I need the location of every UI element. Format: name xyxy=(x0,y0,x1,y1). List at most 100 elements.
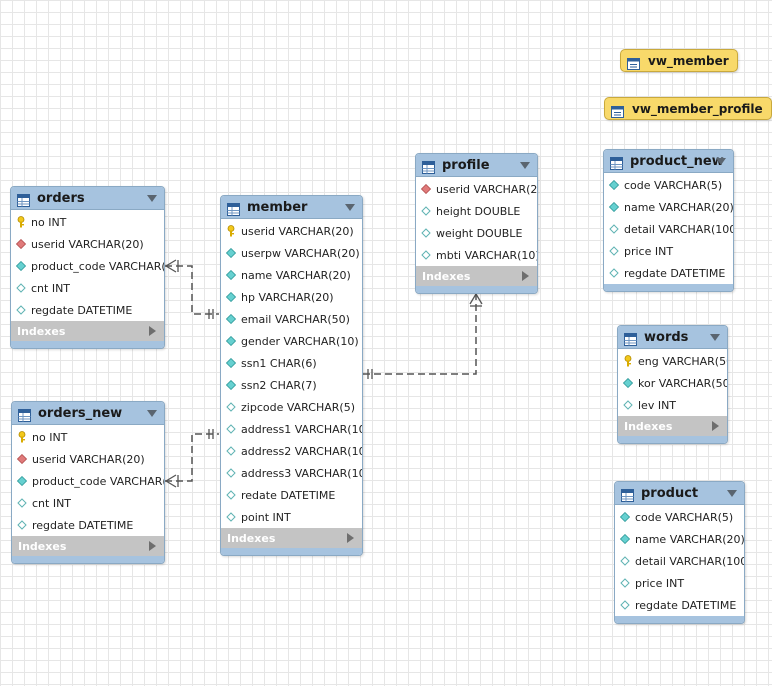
table-column[interactable]: eng VARCHAR(50) xyxy=(618,350,727,372)
table-column[interactable]: point INT xyxy=(221,506,362,528)
indexes-section[interactable]: Indexes xyxy=(221,528,362,548)
table-column[interactable]: zipcode VARCHAR(5) xyxy=(221,396,362,418)
column-label: detail VARCHAR(1000) xyxy=(624,222,733,236)
column-label: redate DATETIME xyxy=(241,488,336,502)
column-label: product_code VARCHAR(5) xyxy=(32,474,165,488)
table-column[interactable]: address1 VARCHAR(100) xyxy=(221,418,362,440)
expand-arrow-icon[interactable] xyxy=(149,326,156,336)
indexes-section[interactable]: Indexes xyxy=(416,266,537,286)
table-column[interactable]: code VARCHAR(5) xyxy=(615,506,744,528)
collapse-toggle-icon[interactable] xyxy=(710,334,720,341)
table-column[interactable]: name VARCHAR(20) xyxy=(221,264,362,286)
table-column[interactable]: regdate DATETIME xyxy=(604,262,733,284)
cyan-diamond-icon xyxy=(609,202,619,212)
column-label: regdate DATETIME xyxy=(32,518,134,532)
hollow-diamond-icon xyxy=(623,400,633,410)
indexes-section[interactable]: Indexes xyxy=(11,321,164,341)
table-column[interactable]: weight DOUBLE xyxy=(416,222,537,244)
table-column[interactable]: detail VARCHAR(1000) xyxy=(615,550,744,572)
table-column[interactable]: lev INT xyxy=(618,394,727,416)
indexes-section[interactable]: Indexes xyxy=(618,416,727,436)
view-icon xyxy=(611,103,624,118)
table-column[interactable]: userid VARCHAR(20) xyxy=(416,178,537,200)
table-column[interactable]: regdate DATETIME xyxy=(11,299,164,321)
collapse-toggle-icon[interactable] xyxy=(520,162,530,169)
indexes-section[interactable]: Indexes xyxy=(12,536,164,556)
table-column[interactable]: hp VARCHAR(20) xyxy=(221,286,362,308)
cyan-diamond-icon xyxy=(226,380,236,390)
column-label: regdate DATETIME xyxy=(31,303,133,317)
table-column[interactable]: cnt INT xyxy=(11,277,164,299)
column-label: userid VARCHAR(20) xyxy=(32,452,145,466)
collapse-toggle-icon[interactable] xyxy=(147,410,157,417)
crowfoot-orders xyxy=(165,259,179,273)
cyan-diamond-icon xyxy=(226,270,236,280)
collapse-toggle-icon[interactable] xyxy=(345,204,355,211)
table-column[interactable]: product_code VARCHAR(5) xyxy=(12,470,164,492)
column-label: userid VARCHAR(20) xyxy=(31,237,144,251)
table-column[interactable]: product_code VARCHAR(5) xyxy=(11,255,164,277)
table-column[interactable]: detail VARCHAR(1000) xyxy=(604,218,733,240)
column-label: kor VARCHAR(50) xyxy=(638,376,728,390)
indexes-label: Indexes xyxy=(18,539,67,553)
table-column[interactable]: mbti VARCHAR(10) xyxy=(416,244,537,266)
table-column[interactable]: kor VARCHAR(50) xyxy=(618,372,727,394)
table-column[interactable]: price INT xyxy=(604,240,733,262)
expand-arrow-icon[interactable] xyxy=(522,271,529,281)
table-column[interactable]: regdate DATETIME xyxy=(615,594,744,616)
table-column[interactable]: no INT xyxy=(12,426,164,448)
expand-arrow-icon[interactable] xyxy=(149,541,156,551)
table-header[interactable]: words xyxy=(618,326,727,349)
collapse-toggle-icon[interactable] xyxy=(727,490,737,497)
table-header[interactable]: orders xyxy=(11,187,164,210)
table-column[interactable]: regdate DATETIME xyxy=(12,514,164,536)
table-column[interactable]: address3 VARCHAR(100) xyxy=(221,462,362,484)
table-column[interactable]: name VARCHAR(20) xyxy=(615,528,744,550)
table-column[interactable]: userid VARCHAR(20) xyxy=(221,220,362,242)
red-diamond-icon xyxy=(16,239,26,249)
table-column[interactable]: email VARCHAR(50) xyxy=(221,308,362,330)
table-column[interactable]: redate DATETIME xyxy=(221,484,362,506)
view-vw-member-profile[interactable]: vw_member_profile xyxy=(604,97,772,120)
table-name: words xyxy=(644,329,689,345)
table-header[interactable]: profile xyxy=(416,154,537,177)
rel-orders-member xyxy=(165,265,219,315)
table-column[interactable]: name VARCHAR(20) xyxy=(604,196,733,218)
table-column[interactable]: userid VARCHAR(20) xyxy=(12,448,164,470)
collapse-toggle-icon[interactable] xyxy=(716,158,726,165)
table-footer xyxy=(416,286,537,293)
table-column[interactable]: cnt INT xyxy=(12,492,164,514)
collapse-toggle-icon[interactable] xyxy=(147,195,157,202)
table-column[interactable]: code VARCHAR(5) xyxy=(604,174,733,196)
expand-arrow-icon[interactable] xyxy=(712,421,719,431)
table-footer xyxy=(12,556,164,563)
column-label: lev INT xyxy=(638,398,677,412)
table-header[interactable]: orders_new xyxy=(12,402,164,425)
table-header[interactable]: member xyxy=(221,196,362,219)
view-vw-member[interactable]: vw_member xyxy=(620,49,738,72)
column-label: regdate DATETIME xyxy=(624,266,726,280)
table-column[interactable]: userid VARCHAR(20) xyxy=(11,233,164,255)
table-column[interactable]: address2 VARCHAR(100) xyxy=(221,440,362,462)
table-words[interactable]: words eng VARCHAR(50) kor VARCHAR(50) lev I… xyxy=(617,325,728,444)
table-column[interactable]: gender VARCHAR(10) xyxy=(221,330,362,352)
table-column[interactable]: height DOUBLE xyxy=(416,200,537,222)
cyan-diamond-icon xyxy=(17,476,27,486)
table-column[interactable]: no INT xyxy=(11,211,164,233)
table-column[interactable]: ssn2 CHAR(7) xyxy=(221,374,362,396)
table-header[interactable]: product_new xyxy=(604,150,733,173)
table-column[interactable]: userpw VARCHAR(20) xyxy=(221,242,362,264)
column-label: point INT xyxy=(241,510,291,524)
hollow-diamond-icon xyxy=(609,224,619,234)
table-header[interactable]: product xyxy=(615,482,744,505)
expand-arrow-icon[interactable] xyxy=(347,533,354,543)
table-column[interactable]: ssn1 CHAR(6) xyxy=(221,352,362,374)
cyan-diamond-icon xyxy=(620,512,630,522)
table-column[interactable]: price INT xyxy=(615,572,744,594)
